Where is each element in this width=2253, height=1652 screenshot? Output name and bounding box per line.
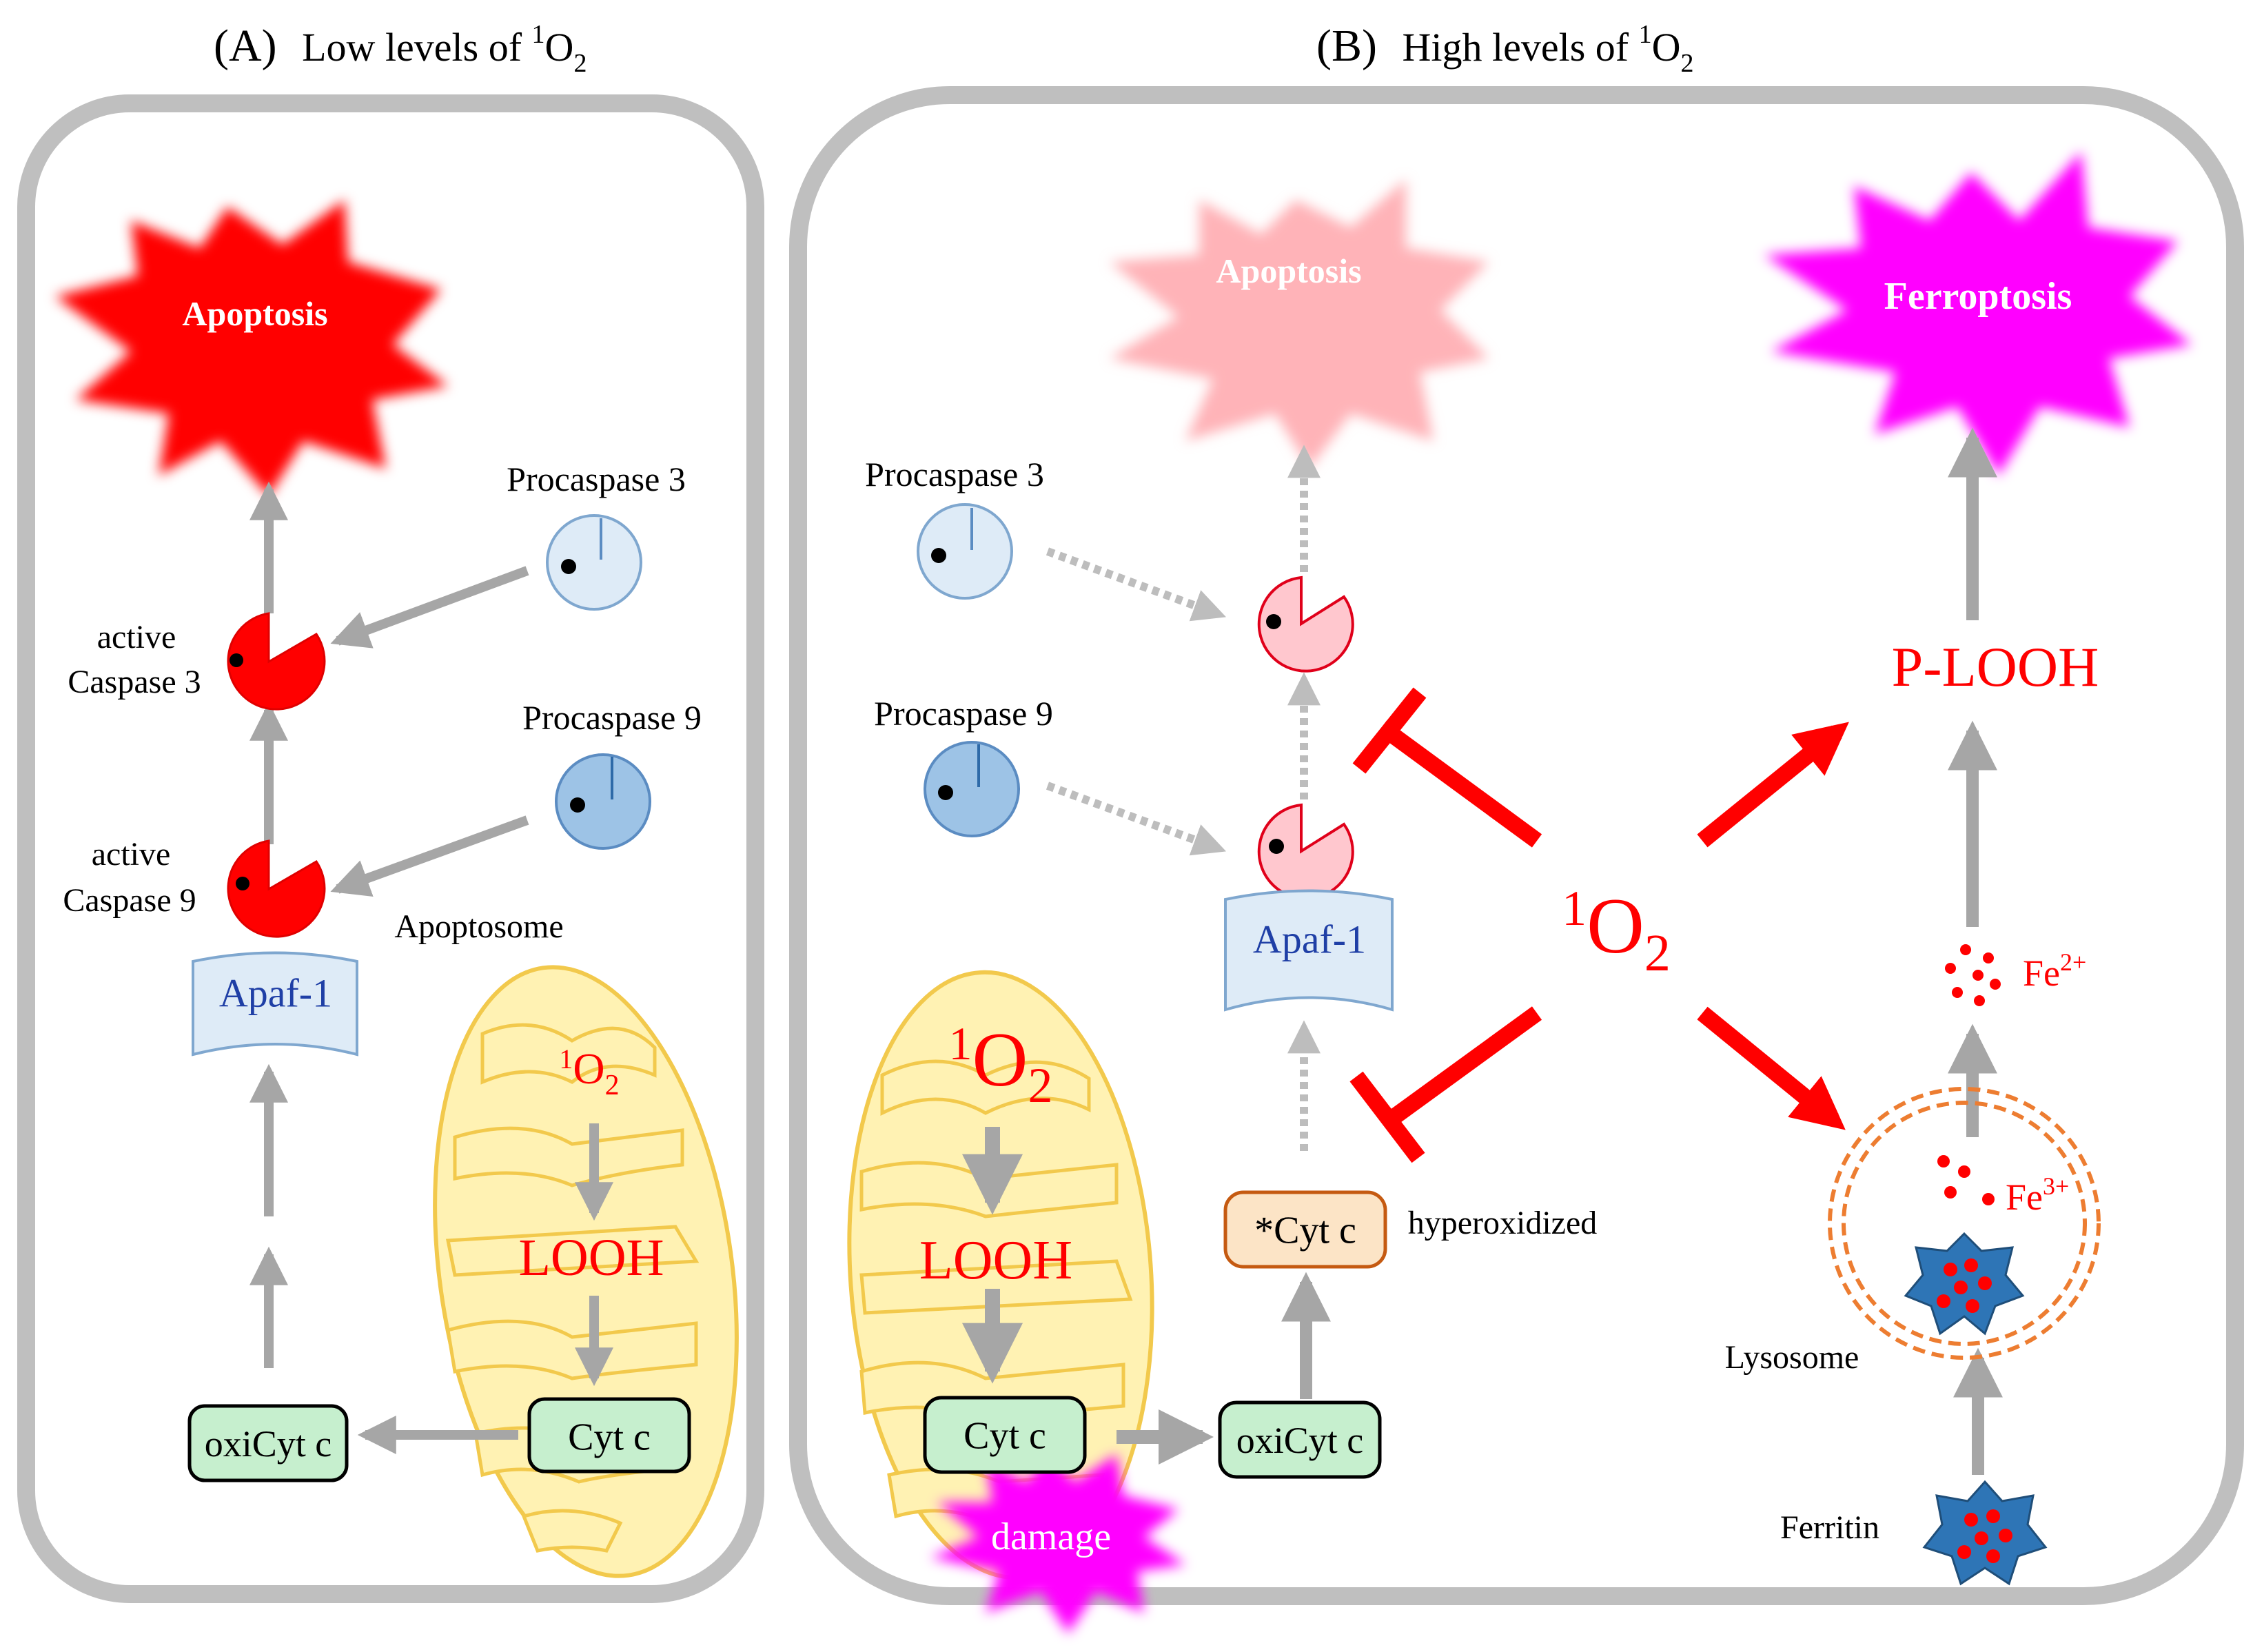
- fe2-dots: [1945, 944, 2001, 1006]
- dotted-arrow-procaspase9-b: [1046, 782, 1227, 856]
- active-caspase3-icon: [227, 612, 326, 711]
- looh-label-b: LOOH: [919, 1230, 1072, 1291]
- svg-text:Apaf-1: Apaf-1: [219, 970, 332, 1015]
- lysosome-label: Lysosome: [1725, 1339, 1859, 1376]
- svg-text:oxiCyt c: oxiCyt c: [205, 1423, 332, 1465]
- active-caspase9-label2: Caspase 9: [63, 882, 196, 919]
- ferritin-in-lysosome-icon: [1904, 1232, 2025, 1336]
- hyperoxidized-label: hyperoxidized: [1408, 1205, 1598, 1241]
- apoptosome-label: Apoptosome: [394, 908, 563, 945]
- procaspase3-icon-a: [546, 514, 642, 611]
- procaspase9-icon-b: [924, 741, 1020, 837]
- inhibit-cytc-release: [1349, 1006, 1542, 1163]
- fe2-label: Fe2+: [2023, 948, 2086, 994]
- damage-label: damage: [991, 1516, 1111, 1558]
- panel-a-frame: [17, 94, 764, 1603]
- svg-text:*Cyt c: *Cyt c: [1254, 1210, 1356, 1252]
- arrow-o2-to-plooh: [1697, 722, 1849, 848]
- ferroptosis-burst: Ferroptosis: [1764, 152, 2192, 476]
- dotted-arrow-procaspase3-b: [1046, 547, 1227, 622]
- procaspase3-label-b: Procaspase 3: [865, 455, 1044, 493]
- ferritin-label: Ferritin: [1780, 1509, 1879, 1546]
- svg-text:oxiCyt c: oxiCyt c: [1236, 1420, 1364, 1461]
- cytc-box-a: Cyt c: [527, 1397, 691, 1473]
- looh-label-a: LOOH: [518, 1229, 664, 1287]
- arrow-procaspase3-to-caspase3: [330, 566, 529, 649]
- singlet-oxygen-label-a: 1O2: [559, 1043, 619, 1101]
- fe3-label: Fe3+: [2006, 1172, 2069, 1218]
- procaspase9-icon-a: [555, 753, 651, 850]
- apoptosis-label-b: Apoptosis: [1216, 252, 1361, 290]
- svg-text:Apaf-1: Apaf-1: [1253, 917, 1366, 961]
- caspase3-faded-icon: [1257, 575, 1354, 673]
- apoptosis-burst-b: Apoptosis: [1110, 179, 1489, 469]
- active-caspase9-icon: [227, 839, 326, 938]
- svg-text:Cyt c: Cyt c: [568, 1416, 651, 1459]
- procaspase3-label-a: Procaspase 3: [507, 460, 686, 498]
- active-caspase3-label: active: [97, 619, 176, 655]
- apaf1-box-b: Apaf-1: [1224, 889, 1394, 1012]
- cytc-box-b: Cyt c: [923, 1396, 1087, 1474]
- panel-b-title: (B) High levels of 1O2: [1316, 20, 1693, 78]
- svg-text:Cyt c: Cyt c: [964, 1415, 1046, 1458]
- active-caspase3-label2: Caspase 3: [68, 664, 201, 700]
- inhibit-caspase-activation: [1352, 687, 1542, 848]
- apaf1-box-a: Apaf-1: [192, 951, 358, 1057]
- ferritin-icon: [1922, 1480, 2048, 1586]
- active-caspase9-label: active: [92, 836, 171, 873]
- apoptosis-burst-a: Apoptosis: [55, 200, 448, 496]
- procaspase9-label-b: Procaspase 9: [874, 694, 1053, 733]
- oxicytc-box-a: oxiCyt c: [187, 1404, 349, 1482]
- panel-a-title: (A) Low levels of 1O2: [214, 20, 587, 78]
- arrow-procaspase9-to-caspase9: [330, 815, 529, 897]
- panel-b-frame: [789, 86, 2244, 1605]
- plooh-label: P-LOOH: [1892, 635, 2099, 698]
- procaspase9-label-a: Procaspase 9: [522, 698, 702, 737]
- fe3-dots: [1937, 1155, 1995, 1205]
- procaspase3-icon-b: [917, 503, 1013, 600]
- oxicytc-box-b: oxiCyt c: [1218, 1400, 1382, 1479]
- damage-burst: damage: [930, 1454, 1185, 1633]
- ferroptosis-label: Ferroptosis: [1884, 275, 2072, 318]
- hyperoxidized-cytc-box: *Cyt c: [1223, 1190, 1387, 1269]
- singlet-oxygen-center: 1O2: [1562, 881, 1671, 982]
- arrow-o2-to-lysosome: [1697, 1006, 1846, 1130]
- lysosome: [1828, 1087, 2101, 1360]
- singlet-oxygen-mito-b: 1O2: [949, 1017, 1053, 1113]
- apoptosis-label-a: Apoptosis: [182, 294, 327, 333]
